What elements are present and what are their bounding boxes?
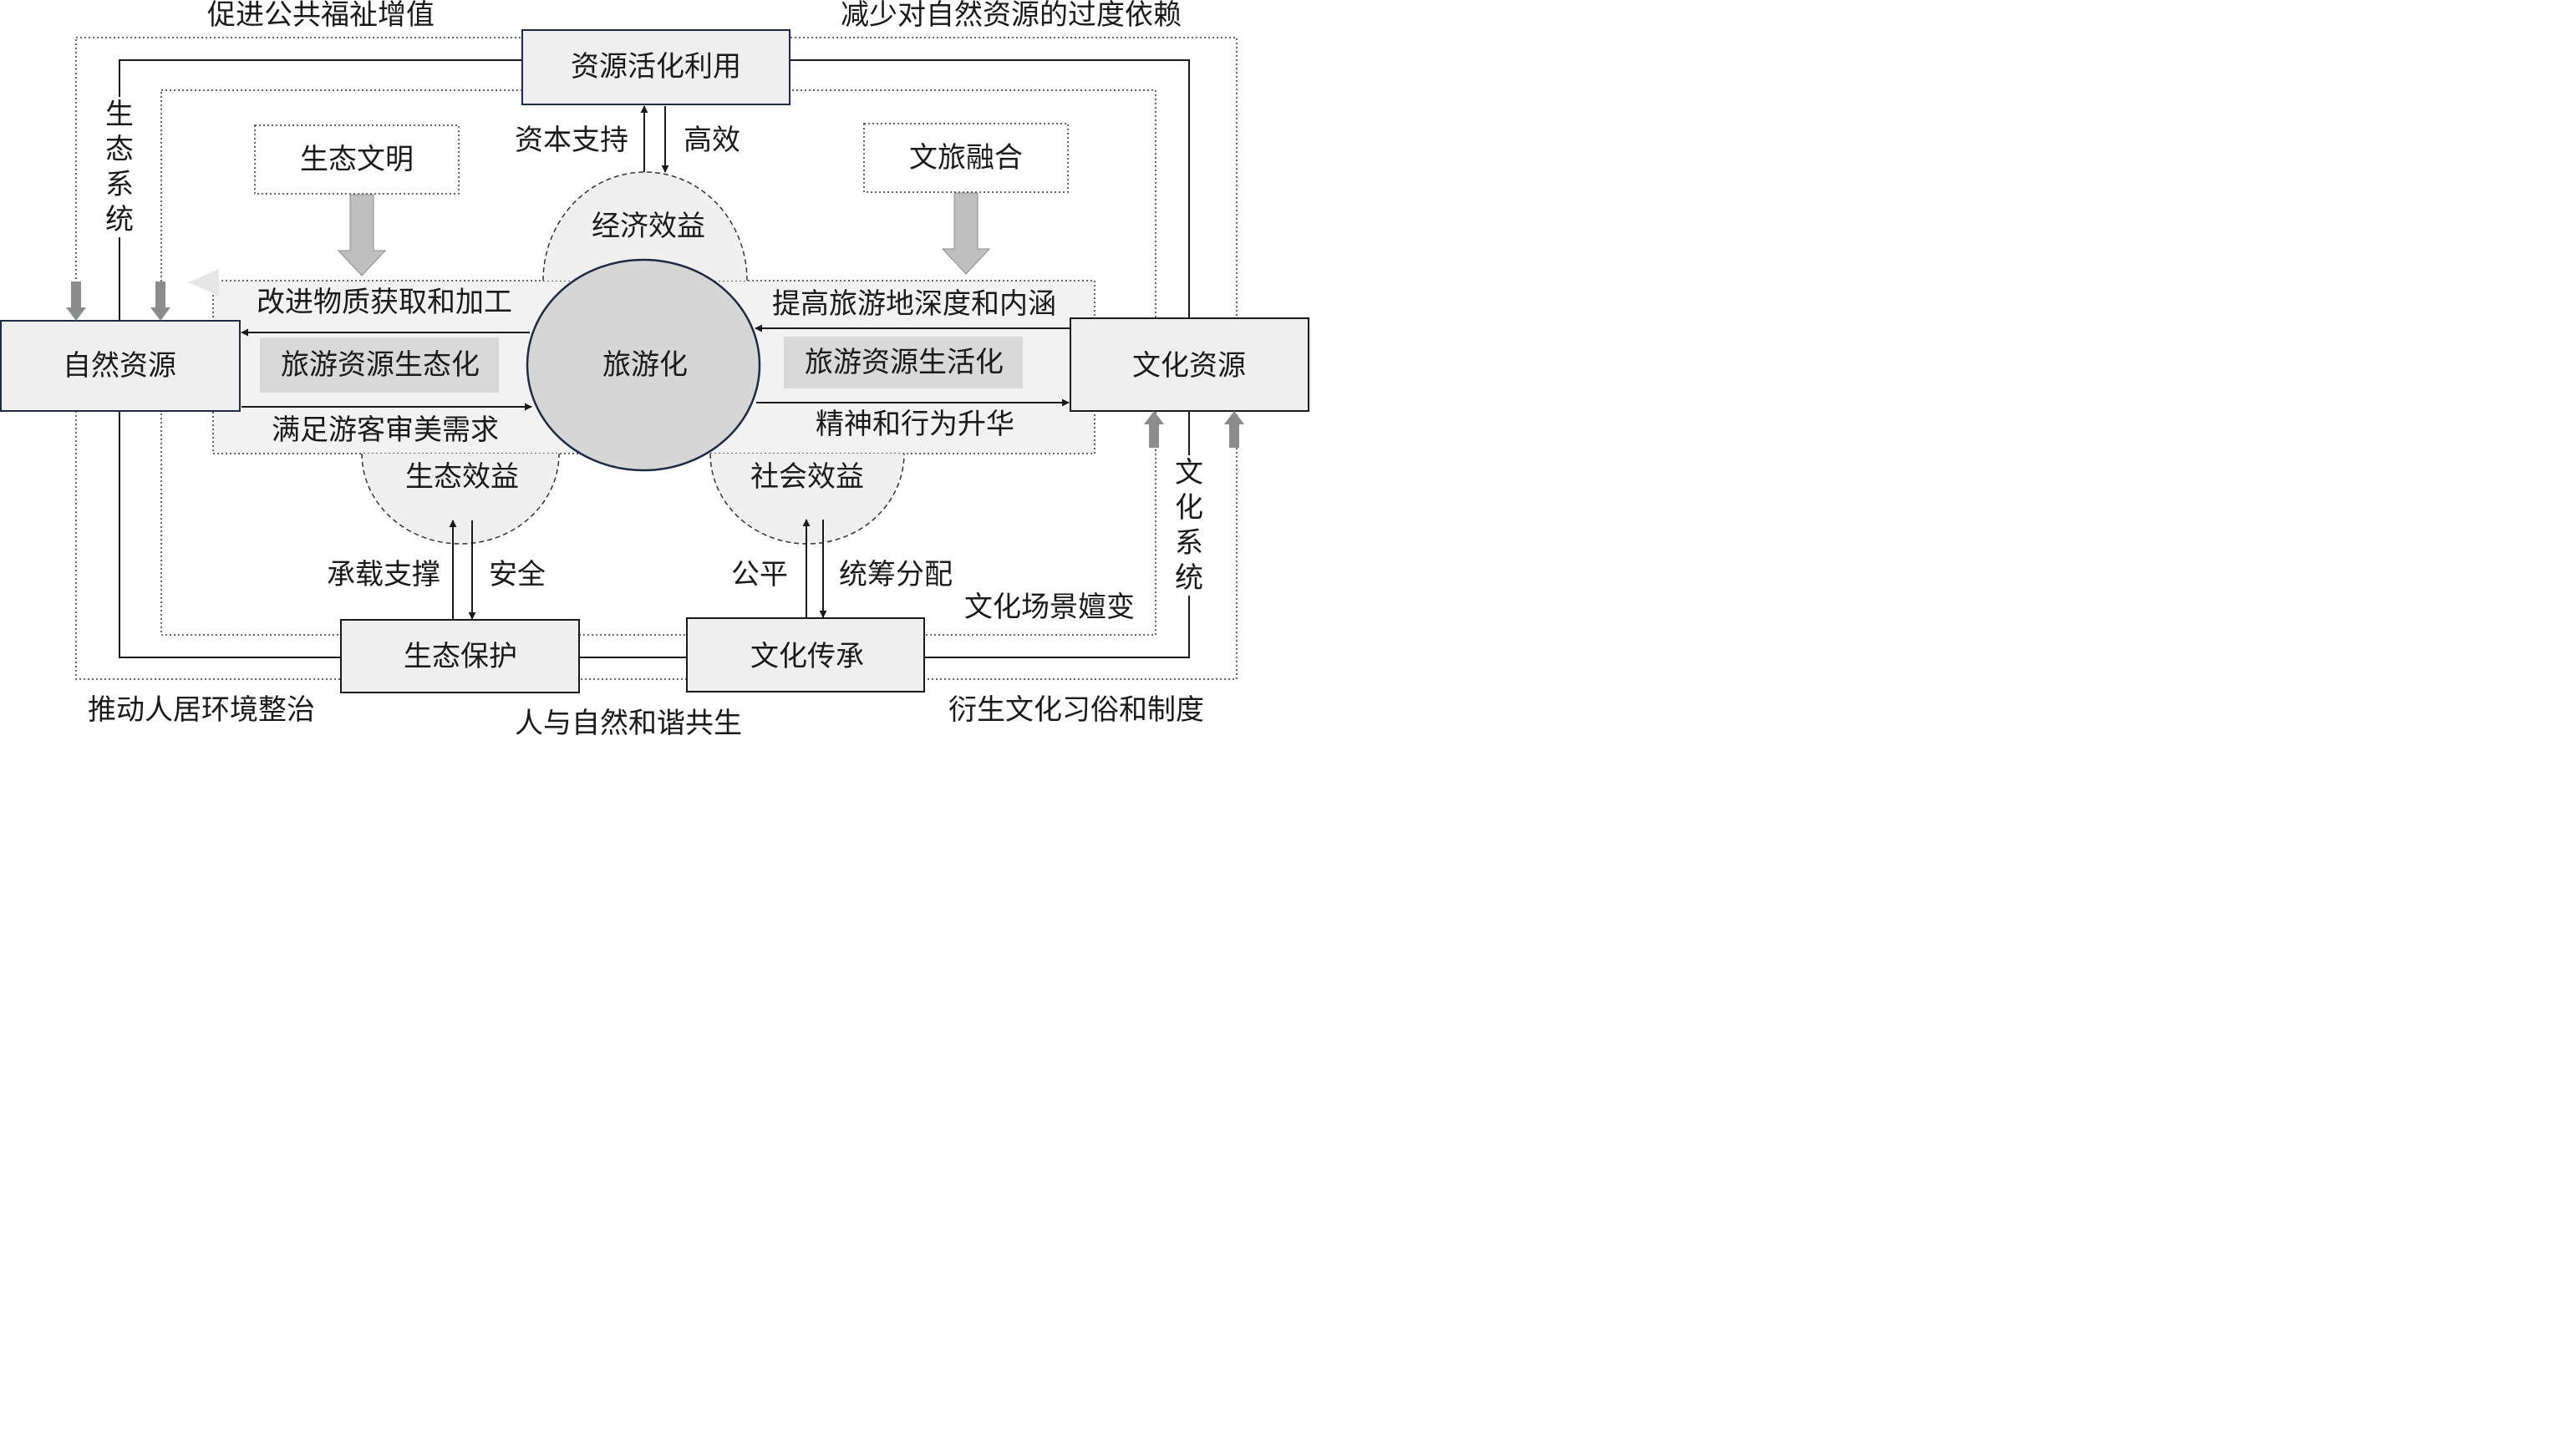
aesthetic-label: 满足游客审美需求 (272, 413, 499, 447)
economic-benefit-dome (542, 171, 748, 282)
tourism-circle (526, 258, 761, 472)
left-process-box (260, 337, 499, 393)
eco-system-arrow-1 (66, 282, 86, 321)
economic-benefit-label: 经济效益 (592, 210, 705, 243)
culture-inherit-label: 文化传承 (750, 640, 864, 673)
culture-system-arrow-2 (1224, 411, 1244, 448)
right-process-box (784, 337, 1023, 388)
eco-civilization-box (254, 124, 460, 195)
culture-tourism-box (863, 123, 1069, 193)
cultural-resource-label: 文化资源 (1132, 349, 1246, 383)
eco-civilization-down-arrow (337, 194, 387, 276)
culture-tourism-label: 文旅融合 (909, 141, 1023, 175)
ecological-benefit-dome (361, 453, 560, 545)
ecological-benefit-label: 生态效益 (405, 460, 519, 494)
culture-tourism-down-arrow (941, 192, 991, 275)
culture-system-line-top (790, 59, 1190, 318)
eco-protection-label: 生态保护 (404, 640, 517, 673)
coordinate-label: 统筹分配 (839, 558, 953, 591)
reduce-dependence-label: 减少对自然资源的过度依赖 (841, 0, 1182, 32)
living-environment-label: 推动人居环境整治 (88, 693, 315, 727)
improve-material-label: 改进物质获取和加工 (257, 286, 512, 319)
culture-inherit-box (686, 617, 925, 692)
capital-support-label: 资本支持 (515, 124, 628, 157)
resource-activation-label: 资源活化利用 (571, 50, 741, 84)
safety-label: 安全 (489, 558, 546, 591)
culture-scene-label: 文化场景嬗变 (964, 591, 1135, 624)
cultural-resource-box (1070, 317, 1309, 412)
natural-resource-label: 自然资源 (63, 349, 176, 383)
culture-system-arrow-1 (1144, 411, 1164, 448)
carrying-support-label: 承载支撑 (327, 558, 440, 591)
harmony-label: 人与自然和谐共生 (515, 707, 742, 740)
eco-process-label: 旅游资源生态化 (281, 348, 480, 382)
natural-resource-box (0, 320, 241, 412)
eco-protection-box (340, 619, 580, 693)
faint-triangle-mark (188, 269, 219, 296)
social-benefit-label: 社会效益 (750, 460, 864, 494)
depth-label: 提高旅游地深度和内涵 (772, 287, 1056, 321)
culture-customs-label: 衍生文化习俗和制度 (948, 693, 1204, 727)
eco-system-arrow-2 (150, 282, 170, 321)
diagram-canvas (0, 29, 1309, 693)
culture-system-label: 文化系统 (1172, 455, 1206, 596)
life-process-label: 旅游资源生活化 (805, 346, 1004, 379)
tourism-label: 旅游化 (602, 348, 688, 382)
resource-activation-box (521, 29, 790, 105)
eco-civilization-label: 生态文明 (300, 143, 414, 176)
efficient-label: 高效 (684, 124, 740, 157)
eco-system-line-bottom (119, 411, 341, 658)
spirit-label: 精神和行为升华 (816, 408, 1014, 441)
public-welfare-label: 促进公共福祉增值 (207, 0, 435, 32)
fair-label: 公平 (731, 558, 788, 591)
eco-system-label: 生态系统 (103, 97, 136, 237)
